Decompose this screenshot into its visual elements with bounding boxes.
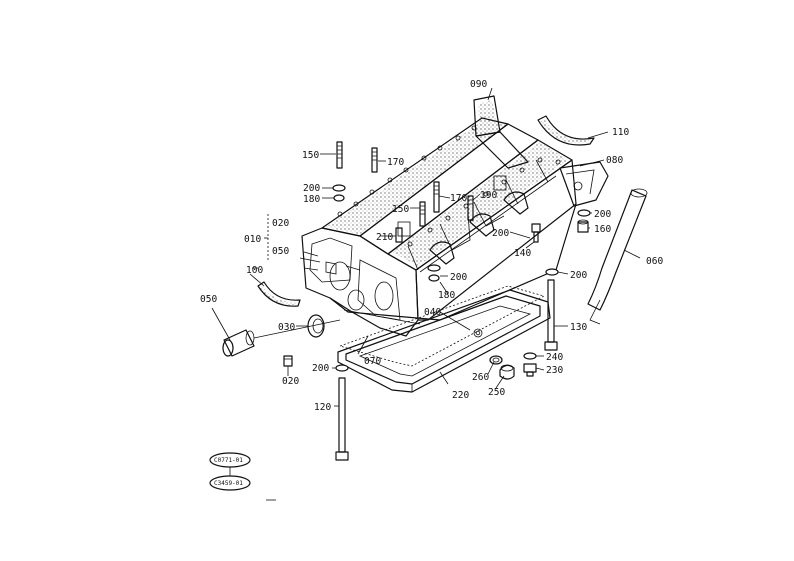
label-050a: 050 — [272, 246, 289, 257]
bolt-130 — [544, 279, 558, 351]
washer-260 — [489, 355, 503, 365]
nut-180a — [333, 194, 345, 202]
oil-pan-gasket — [338, 285, 546, 367]
crankcase — [301, 117, 577, 337]
label-200f: 200 — [450, 272, 467, 283]
stud-190 — [467, 195, 474, 221]
label-140: 140 — [514, 248, 531, 259]
stud-150a — [336, 141, 343, 169]
label-200b: 200 — [492, 228, 509, 239]
label-130: 130 — [570, 322, 587, 333]
label-170a: 170 — [387, 157, 404, 168]
label-160: 160 — [594, 224, 611, 235]
label-150b: 150 — [392, 204, 409, 215]
washer-200b — [427, 264, 441, 272]
label-230: 230 — [546, 365, 563, 376]
oil-hose — [587, 188, 648, 325]
label-210: 210 — [376, 232, 393, 243]
label-060: 060 — [646, 256, 663, 267]
plug-250 — [499, 364, 515, 380]
stud-150b — [419, 201, 426, 227]
part-labels: 090 110 080 150 170 200 180 150 170 190 … — [200, 79, 663, 413]
label-190: 190 — [480, 190, 497, 201]
label-200a: 200 — [303, 183, 320, 194]
label-180b: 180 — [438, 290, 455, 301]
stud-210 — [395, 227, 403, 243]
label-150a: 150 — [302, 150, 319, 161]
label-020a: 020 — [272, 218, 289, 229]
ref-oval-2 — [209, 475, 251, 491]
label-020b: 020 — [282, 376, 299, 387]
label-120: 120 — [314, 402, 331, 413]
plug-050 — [222, 329, 255, 357]
stud-170b — [433, 181, 440, 213]
reference-codes: C0771-01 C3459-01 — [209, 452, 251, 491]
label-260: 260 — [472, 372, 489, 383]
thrust-half-ring-110 — [537, 115, 595, 146]
washer-200e — [335, 364, 349, 372]
ref-code-2: C3459-01 — [214, 480, 243, 487]
label-250: 250 — [488, 387, 505, 398]
drain-plug-230 — [523, 363, 537, 377]
thrust-half-ring-100 — [257, 281, 301, 307]
label-170b: 170 — [450, 193, 467, 204]
label-200d: 200 — [570, 270, 587, 281]
label-200e: 200 — [312, 363, 329, 374]
bolt-140 — [531, 223, 541, 243]
ref-code-1: C0771-01 — [214, 457, 243, 464]
label-070: 070 — [364, 356, 381, 367]
nut-180b — [428, 274, 440, 282]
label-050b: 050 — [200, 294, 217, 305]
washer-200c — [577, 209, 591, 217]
oil-pan — [337, 289, 551, 393]
label-110: 110 — [612, 127, 629, 138]
label-080: 080 — [606, 155, 623, 166]
label-010: 010 — [244, 234, 261, 245]
stud-170a — [371, 147, 378, 173]
label-090: 090 — [470, 79, 487, 90]
leader-lines — [211, 87, 641, 501]
label-200c: 200 — [594, 209, 611, 220]
washer-240 — [523, 352, 537, 360]
plug-020 — [283, 355, 293, 367]
label-240: 240 — [546, 352, 563, 363]
nut-160 — [577, 219, 589, 233]
washer-200d — [545, 268, 559, 276]
label-040: 040 — [424, 307, 441, 318]
label-220: 220 — [452, 390, 469, 401]
label-100: 100 — [246, 265, 263, 276]
bolt-120 — [335, 377, 349, 461]
label-180a: 180 — [303, 194, 320, 205]
label-030: 030 — [278, 322, 295, 333]
washer-200a — [332, 184, 346, 192]
